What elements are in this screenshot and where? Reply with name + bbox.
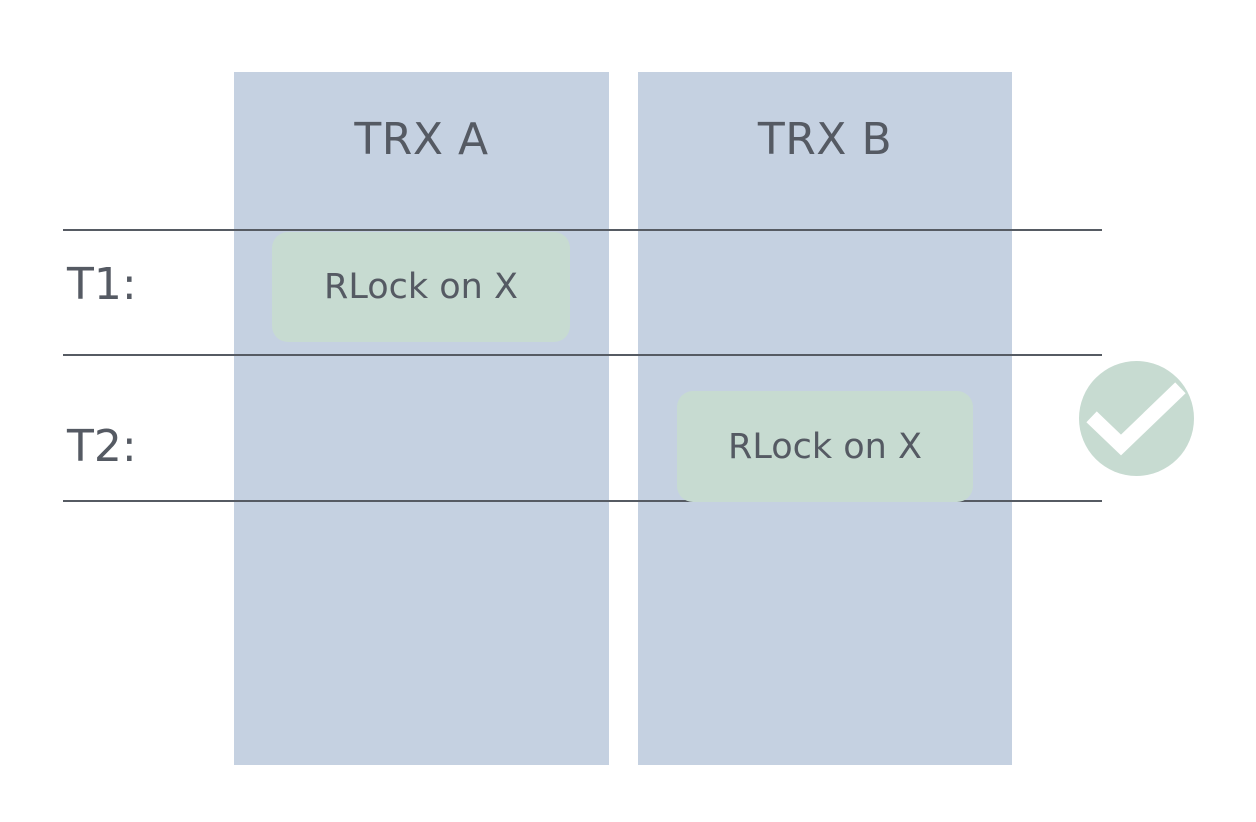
timeline-divider-bottom	[63, 500, 1102, 502]
trx-b-t2-rlock-box: RLock on X	[677, 391, 973, 502]
row-label-t1: T1:	[67, 259, 137, 310]
trx-a-title: TRX A	[354, 114, 489, 165]
timeline-divider-top	[63, 229, 1102, 231]
row-label-t2: T2:	[67, 421, 137, 472]
checkmark-icon	[1079, 361, 1194, 476]
trx-a-column	[234, 72, 609, 765]
trx-b-t2-rlock-label: RLock on X	[728, 426, 922, 467]
trx-a-t1-rlock-box: RLock on X	[272, 232, 570, 342]
trx-a-t1-rlock-label: RLock on X	[324, 267, 518, 307]
timeline-divider-middle	[63, 354, 1102, 356]
trx-b-title: TRX B	[757, 114, 893, 165]
